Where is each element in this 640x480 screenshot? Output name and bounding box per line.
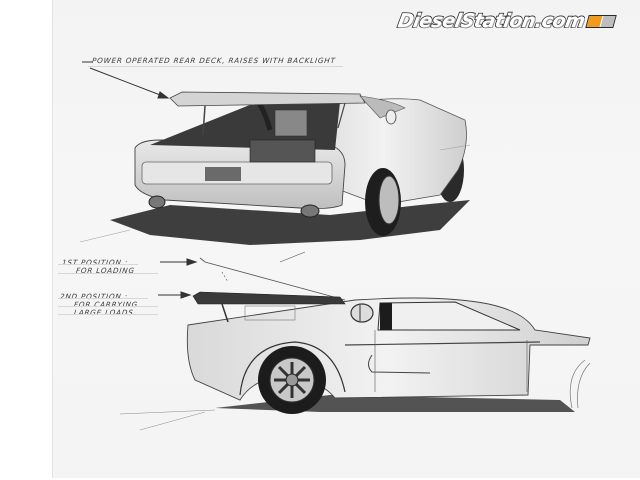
arrow-rear-deck bbox=[82, 61, 170, 99]
arrow-position-2 bbox=[158, 291, 192, 299]
bottom-car-sketch bbox=[119, 251, 591, 431]
guide-line bbox=[58, 306, 158, 307]
guide-line bbox=[58, 314, 158, 315]
top-car-sketch bbox=[79, 91, 471, 245]
guide-line bbox=[58, 298, 148, 299]
annotation-underline bbox=[88, 66, 343, 67]
guide-line bbox=[58, 273, 158, 274]
arrow-position-1 bbox=[160, 258, 198, 266]
guide-line bbox=[58, 264, 138, 265]
